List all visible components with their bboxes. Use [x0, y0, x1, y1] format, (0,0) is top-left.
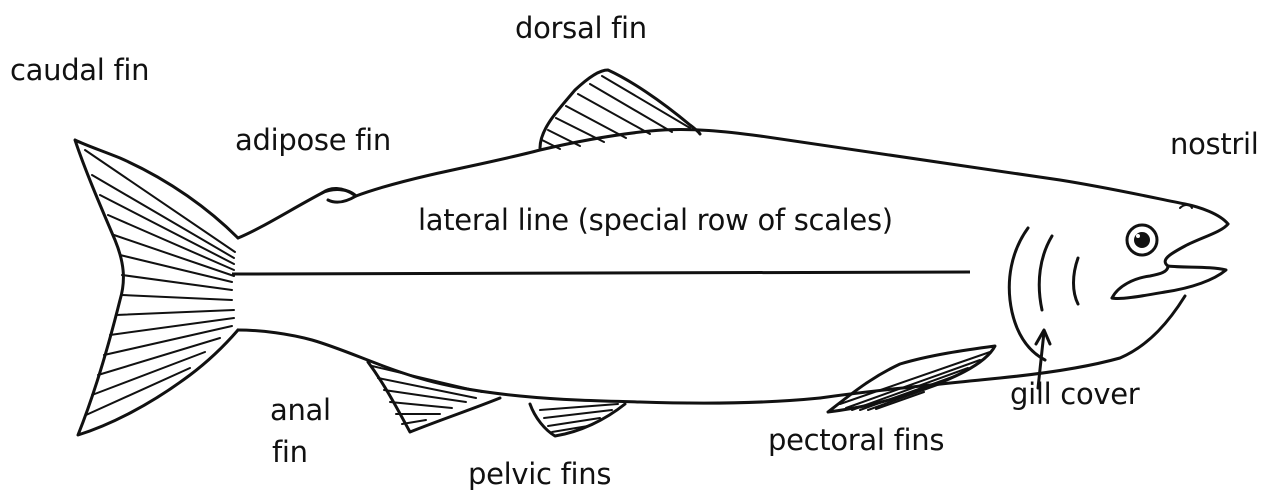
- dorsal-fin-shape: [540, 70, 700, 148]
- gill-cover-inner: [1074, 258, 1079, 304]
- label-lateral-line: lateral line (special row of scales): [418, 206, 893, 235]
- label-anal-fin-line2: fin: [272, 438, 308, 467]
- label-nostril: nostril: [1170, 130, 1259, 159]
- nostril-mark: [1180, 205, 1192, 208]
- label-gill-cover: gill cover: [1010, 380, 1139, 409]
- label-adipose-fin: adipose fin: [235, 126, 391, 155]
- gill-cover-mid: [1039, 236, 1052, 310]
- label-caudal-fin: caudal fin: [10, 56, 149, 85]
- caudal-fin-rays: [85, 150, 235, 415]
- eye-icon: [1127, 225, 1157, 255]
- lateral-line: [232, 272, 970, 274]
- label-pectoral-fins: pectoral fins: [768, 426, 944, 455]
- label-anal-fin-line1: anal: [270, 396, 331, 425]
- label-pelvic-fins: pelvic fins: [468, 460, 611, 489]
- label-dorsal-fin: dorsal fin: [515, 14, 647, 43]
- dorsal-fin-rays: [542, 76, 690, 149]
